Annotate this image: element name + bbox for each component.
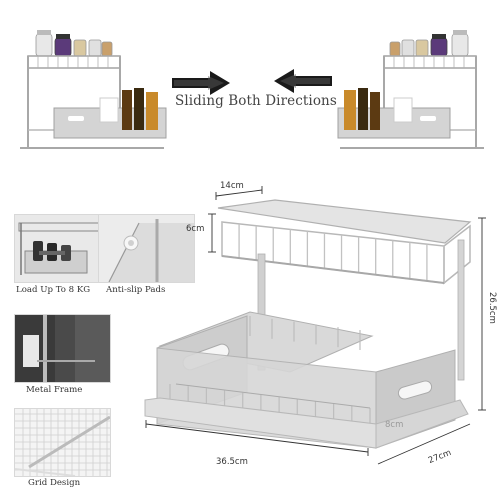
arrow-left-icon [274, 69, 332, 93]
grid-icon [15, 409, 110, 476]
dim-width: 36.5cm [216, 457, 248, 467]
dim-basket-height: 6cm [186, 224, 205, 234]
back-pole [457, 239, 465, 381]
pad-icon [99, 215, 194, 282]
feature-load-thumb [14, 214, 111, 283]
weights-icon [15, 215, 110, 282]
left-shelf-photo [20, 30, 167, 149]
upper-basket [217, 199, 472, 285]
feature-load-caption: Load Up To 8 KG [16, 285, 91, 295]
dimension-lines [145, 186, 486, 465]
feature-pads-caption: Anti-slip Pads [106, 285, 166, 295]
feature-grid-thumb [14, 408, 111, 477]
frame-icon [15, 315, 110, 382]
arrow-right-icon [172, 71, 230, 95]
dim-top-width: 14cm [220, 181, 244, 191]
feature-grid-caption: Grid Design [28, 478, 81, 488]
spice-jars-right [389, 30, 469, 57]
dim-drawer-height: 8cm [385, 420, 404, 430]
sliding-direction-label: Sliding Both Directions [175, 93, 337, 109]
feature-frame-caption: Metal Frame [26, 385, 83, 395]
feature-frame-thumb [14, 314, 111, 383]
right-shelf-photo [337, 30, 484, 149]
feature-pads-thumb [98, 214, 195, 283]
dim-total-height: 26.5cm [487, 292, 497, 324]
